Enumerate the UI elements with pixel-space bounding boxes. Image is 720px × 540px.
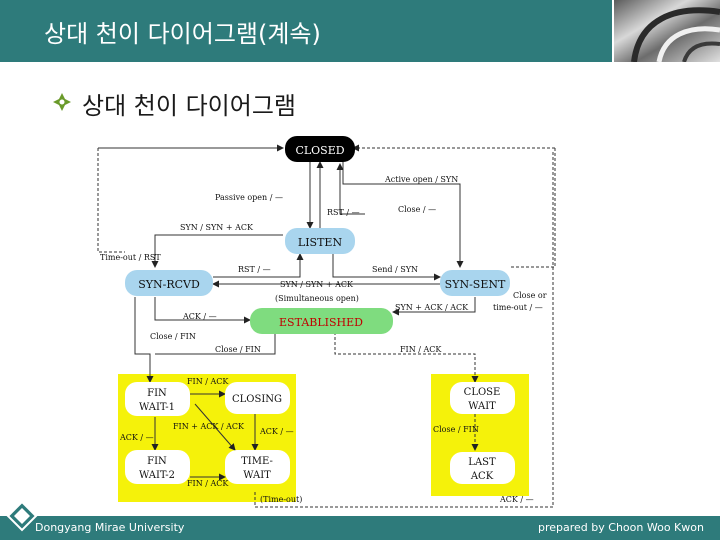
state-time-wait-label-b: WAIT <box>243 470 271 481</box>
label-timeout-b: time-out / — <box>493 303 543 312</box>
label-close-a: Close / — <box>398 205 436 214</box>
state-time-wait-label-a: TIME- <box>241 456 273 467</box>
diamond-bullet-icon <box>53 93 71 111</box>
state-established <box>250 308 393 334</box>
state-last-ack-label-b: ACK <box>470 471 494 482</box>
label-close-or: Close or <box>513 291 547 300</box>
label-send-syn: Send / SYN <box>372 265 418 274</box>
state-time-wait <box>225 450 290 484</box>
state-close-wait <box>450 382 515 414</box>
label-rst-b: RST / — <box>238 265 271 274</box>
logo-diamond-icon <box>6 500 38 532</box>
label-syn-synack: SYN / SYN + ACK <box>180 223 254 232</box>
state-close-wait-label-b: WAIT <box>468 401 496 412</box>
label-active-open: Active open / SYN <box>384 175 458 184</box>
tcp-state-diagram: CLOSED LISTEN SYN-RCVD SYN-SENT ESTABLIS… <box>97 136 556 508</box>
state-fin-wait1 <box>125 382 190 416</box>
label-close-fin-b: Close / FIN <box>215 345 261 354</box>
label-ack-b: ACK / — <box>119 433 154 442</box>
slide-subtitle: 상대 천이 다이어그램 <box>82 92 296 120</box>
label-ack-d: ACK / — <box>499 495 534 504</box>
state-listen <box>285 228 355 254</box>
state-listen-label: LISTEN <box>298 236 343 249</box>
header-divider <box>612 0 614 62</box>
state-closed-label: CLOSED <box>295 144 344 157</box>
header-decoration-image <box>614 0 720 62</box>
state-fin-wait2 <box>125 450 190 484</box>
label-synack-ack: SYN + ACK / ACK <box>395 303 469 312</box>
label-fin-ack-d: FIN / ACK <box>187 479 229 488</box>
label-timeout-rst: Time-out / RST <box>100 253 161 262</box>
label-simultaneous: (Simultaneous open) <box>275 294 359 303</box>
label-ack-a: ACK / — <box>182 312 217 321</box>
state-established-label: ESTABLISHED <box>279 316 363 329</box>
state-closing <box>225 382 290 414</box>
label-ack-c: ACK / — <box>259 427 294 436</box>
slide-title: 상대 천이 다이어그램(계속) <box>44 20 321 48</box>
state-syn-rcvd-label: SYN-RCVD <box>138 278 200 291</box>
state-closed <box>285 136 355 162</box>
state-closing-label: CLOSING <box>232 394 282 405</box>
state-syn-sent <box>440 270 510 296</box>
label-timeout-c: (Time-out) <box>260 495 302 504</box>
label-syn-synack-b: SYN / SYN + ACK <box>280 280 354 289</box>
state-fin-wait2-label-b: WAIT-2 <box>139 470 175 481</box>
state-fin-wait1-label-b: WAIT-1 <box>139 402 175 413</box>
title-bar <box>0 0 720 62</box>
state-syn-rcvd <box>125 270 213 296</box>
state-fin-wait1-label-a: FIN <box>147 388 167 399</box>
footer-university: Dongyang Mirae University <box>35 521 185 534</box>
state-close-wait-label-a: CLOSE <box>464 387 501 398</box>
label-close-fin-a: Close / FIN <box>150 332 196 341</box>
label-close-fin-c: Close / FIN <box>433 425 479 434</box>
label-fin-ack-b: FIN / ACK <box>187 377 229 386</box>
state-last-ack-label-a: LAST <box>468 457 496 468</box>
label-fin-ack-a: FIN / ACK <box>400 345 442 354</box>
state-syn-sent-label: SYN-SENT <box>445 278 506 291</box>
label-fin-ack-c: FIN + ACK / ACK <box>173 422 245 431</box>
footer-author: prepared by Choon Woo Kwon <box>538 521 704 534</box>
state-fin-wait2-label-a: FIN <box>147 456 167 467</box>
state-last-ack <box>450 452 515 484</box>
label-rst-a: RST / — <box>327 208 360 217</box>
label-passive-open: Passive open / — <box>215 193 283 202</box>
footer-bar <box>0 516 720 540</box>
